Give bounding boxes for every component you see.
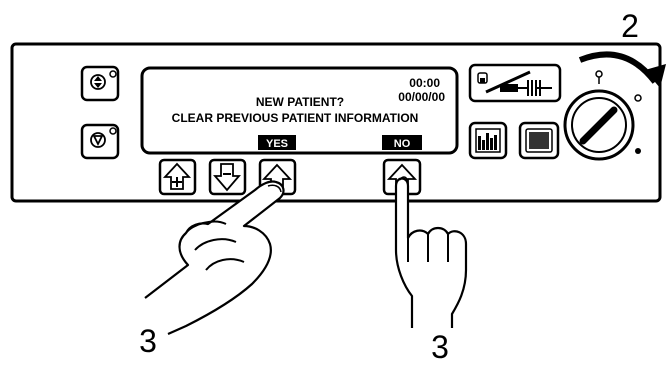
prime-arrows-icon [90,74,106,90]
up-plus-button[interactable] [158,158,197,196]
up-arrow-plus-icon [162,162,192,190]
display-line-1: NEW PATIENT? [256,95,344,109]
down-minus-button[interactable] [208,158,247,196]
rotary-knob[interactable] [563,70,642,161]
history-graph-icon [475,128,501,153]
yes-softkey-label-bg [258,135,296,150]
step-label-no: 3 [431,329,449,365]
screen-button[interactable] [518,121,560,160]
down-triangle-icon [90,132,106,148]
step-label-knob: 2 [621,8,639,44]
lock-syringe-icon [477,70,552,96]
display-date: 00/00/00 [398,90,445,104]
display-time: 00:00 [409,76,440,90]
rotation-arrow [578,51,666,88]
left-bottom-button[interactable] [80,123,120,160]
hand-pressing-yes [144,180,285,336]
key-knob-icon [579,106,618,145]
no-softkey-label-bg [382,135,422,150]
screen-icon [525,128,553,153]
step-label-yes: 3 [139,323,157,359]
lcd-display: 00:00 00/00/00 NEW PATIENT? CLEAR PREVIO… [140,66,459,155]
lock-syringe-button[interactable] [468,63,562,103]
yes-softkey-label: YES [266,138,288,150]
left-top-button[interactable] [80,65,120,102]
display-line-2: CLEAR PREVIOUS PATIENT INFORMATION [172,111,419,125]
down-arrow-minus-icon [213,163,241,192]
hand-pressing-no [394,176,468,328]
no-softkey-label: NO [394,138,411,150]
history-button[interactable] [468,121,508,160]
